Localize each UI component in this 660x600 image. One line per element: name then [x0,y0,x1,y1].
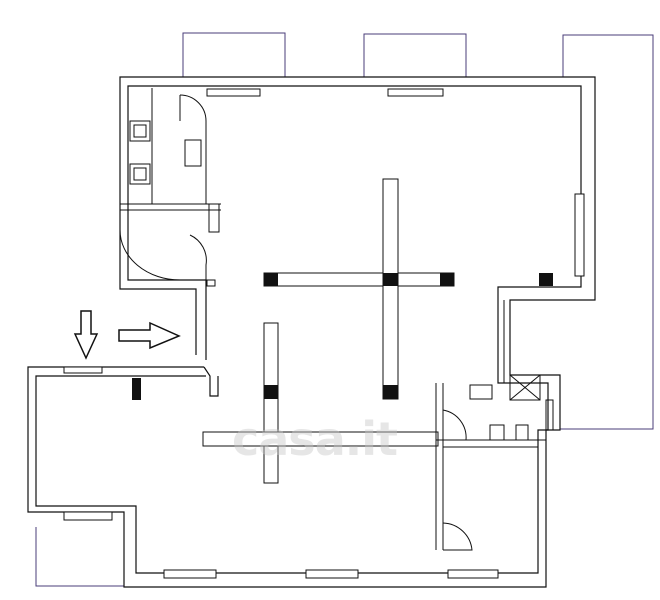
terraces [35,32,654,587]
appliance [184,139,202,167]
column [383,385,398,399]
outer-walls [27,76,596,588]
cabinet-2 [129,163,151,185]
windows [63,88,585,579]
window-bottom-1 [163,569,217,579]
terrace-bottom-left [35,527,124,587]
arrow-right-icon [118,321,181,350]
door-swing-2 [189,234,207,280]
bathroom-block [435,374,554,551]
terrace-top-center [363,33,467,77]
toilet-2 [515,424,529,441]
partitions [497,300,505,383]
window-bottom-2 [305,569,359,579]
wall-upper-inner [35,85,582,574]
terrace-top-left [182,32,286,77]
washbasin [469,384,493,400]
window-right [574,193,585,277]
beam-vertical-left [263,322,279,484]
arrow-down-icon [73,310,99,360]
cabinet-1 [129,120,151,142]
column [132,378,141,400]
column [264,385,278,399]
column [539,273,553,286]
window-left [63,511,113,521]
shower [509,374,541,401]
door-swing-1 [179,94,207,204]
window-top-1 [206,88,261,97]
beams [202,178,455,484]
window-bottom-3 [447,569,499,579]
column [383,273,398,286]
terrace-right [560,34,654,430]
toilet-1 [489,424,505,441]
wall-upper-outer [27,76,596,588]
service-block [119,88,221,287]
wall-entry-stub [203,366,219,397]
door-swing-room [442,522,473,551]
window-top-2 [387,88,444,97]
curved-wall [119,229,181,281]
beam-horizontal-lower [202,431,439,447]
door-swing-bath [442,409,467,441]
column [264,273,278,286]
column [440,273,454,286]
window-entry [63,366,103,374]
beam-horizontal-upper [263,272,455,287]
columns [132,273,553,400]
beam-vertical-right [382,178,399,400]
